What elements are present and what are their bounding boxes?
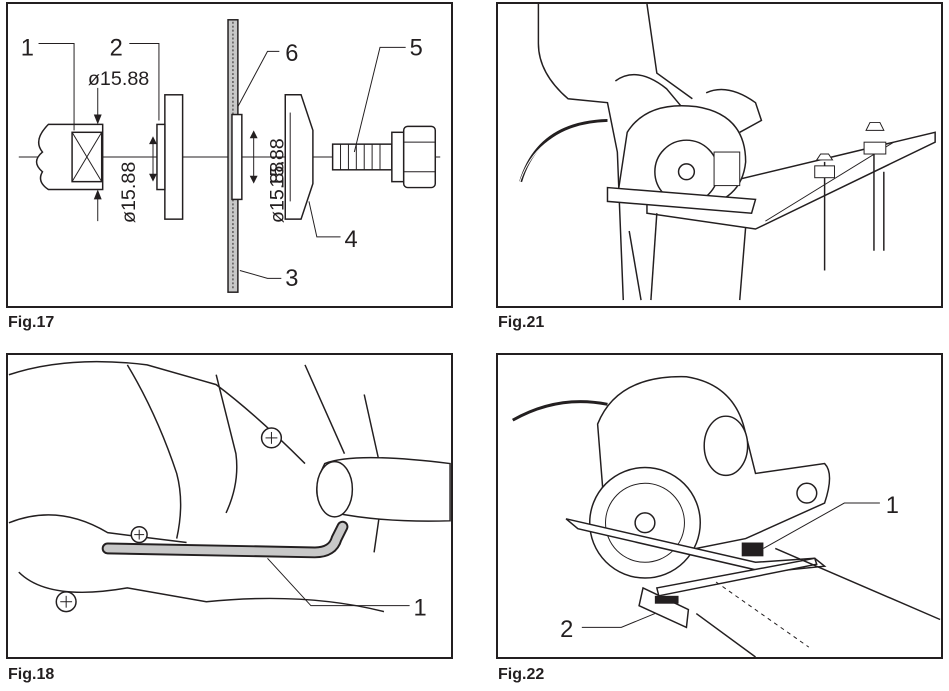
dim-label-ring: 15.88 bbox=[266, 138, 288, 187]
callout-2: 2 bbox=[110, 35, 123, 61]
cut-line bbox=[715, 581, 810, 648]
fig17-caption: Fig.17 bbox=[8, 314, 55, 331]
screw-icon bbox=[260, 427, 283, 449]
leader-2 bbox=[129, 42, 160, 121]
leader-1 bbox=[763, 502, 880, 549]
fig21-caption: Fig.21 bbox=[498, 314, 545, 331]
circular-saw bbox=[606, 105, 757, 215]
person-body bbox=[537, 4, 625, 301]
workpiece-edge bbox=[774, 547, 941, 621]
guide-rule bbox=[655, 557, 818, 597]
hex-bolt bbox=[331, 125, 437, 189]
hex-wrench bbox=[101, 520, 349, 559]
housing-outline bbox=[8, 360, 306, 465]
fig17-panel: 1 2 3 4 5 6 ø15.88 ø15.88 15.88 ø15.88 bbox=[6, 2, 453, 308]
clamp-right bbox=[863, 121, 887, 251]
dim-label-outer: ø15.88 bbox=[266, 162, 288, 223]
dim-label-flange: ø15.88 bbox=[118, 162, 140, 223]
power-cord bbox=[519, 118, 608, 183]
leader-6 bbox=[237, 50, 280, 107]
fig22-caption: Fig.22 bbox=[498, 666, 545, 683]
fig18-caption: Fig.18 bbox=[8, 666, 55, 683]
fig22-panel: 1 2 bbox=[496, 353, 943, 659]
circular-saw bbox=[588, 375, 831, 579]
callout-6: 6 bbox=[285, 41, 298, 67]
leader-5 bbox=[353, 46, 406, 153]
callout-1: 1 bbox=[886, 493, 899, 519]
fig17-drawing: 1 2 3 4 5 6 ø15.88 ø15.88 15.88 ø15.88 bbox=[18, 19, 441, 293]
person-arm bbox=[614, 73, 688, 114]
callout-4: 4 bbox=[344, 227, 357, 253]
fig18-panel: 1 bbox=[6, 353, 453, 659]
fig21-panel bbox=[496, 2, 943, 308]
clamp-left bbox=[814, 153, 835, 271]
callout-1: 1 bbox=[21, 35, 34, 61]
workbench-leg bbox=[650, 213, 658, 301]
leader-3 bbox=[239, 269, 282, 279]
leader-2 bbox=[581, 613, 656, 628]
power-cord bbox=[512, 400, 608, 422]
dim-label-shaft: ø15.88 bbox=[88, 68, 149, 90]
callout-3: 3 bbox=[285, 266, 298, 292]
fig22-drawing: 1 2 bbox=[512, 375, 941, 657]
fig21-drawing bbox=[518, 4, 936, 301]
callout-1: 1 bbox=[414, 596, 427, 622]
callout-2: 2 bbox=[560, 617, 573, 643]
guide-knob bbox=[741, 542, 764, 557]
outer-flange bbox=[284, 94, 314, 220]
spindle-shaft bbox=[35, 123, 104, 191]
fig18-drawing: 1 bbox=[8, 360, 451, 622]
screw-icon bbox=[130, 525, 148, 544]
leader-1 bbox=[267, 557, 410, 607]
ring bbox=[231, 113, 243, 201]
inner-flange bbox=[156, 94, 184, 220]
leader-1 bbox=[38, 42, 75, 131]
callout-5: 5 bbox=[410, 35, 423, 61]
leader-4 bbox=[308, 201, 341, 238]
screw-icon bbox=[55, 591, 77, 613]
